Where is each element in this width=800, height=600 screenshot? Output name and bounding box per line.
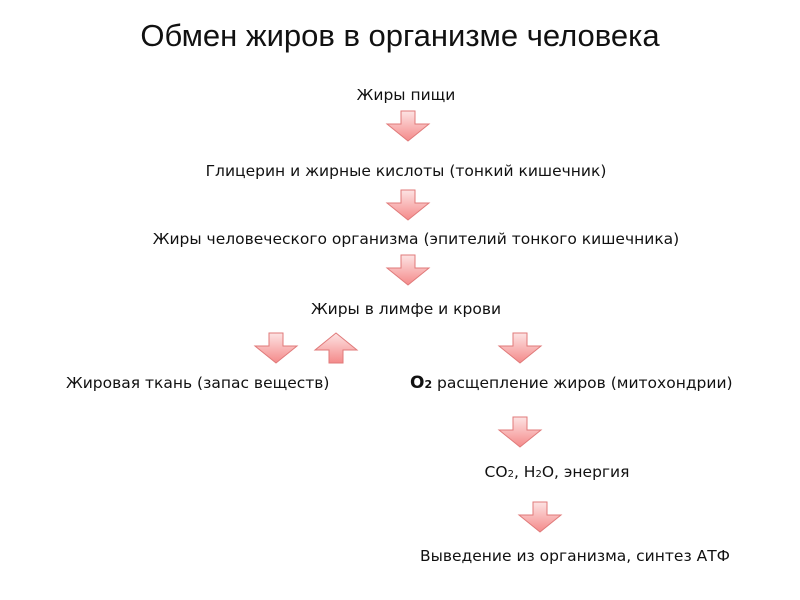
co2-label: CO (484, 463, 508, 481)
step-adipose: Жировая ткань (запас веществ) (66, 374, 330, 392)
arrow-down-icon (253, 332, 299, 364)
step-food-fats: Жиры пищи (356, 86, 456, 104)
co2-subscript: 2 (507, 469, 514, 480)
arrow-down-icon (517, 501, 563, 533)
h2o-subscript: 2 (535, 469, 542, 480)
arrow-up-icon (313, 332, 359, 364)
step-excretion: Выведение из организма, синтез АТФ (419, 547, 731, 565)
step-glycerol: Глицерин и жирные кислоты (тонкий кишечн… (205, 162, 607, 180)
step-human-fats: Жиры человеческого организма (эпителий т… (152, 230, 680, 248)
step-products: CO2, H2O, энергия (485, 463, 630, 481)
arrow-down-icon (385, 254, 431, 286)
step-breakdown: O2 расщепление жиров (митохондрии) (410, 373, 733, 393)
arrow-down-icon (497, 416, 543, 448)
energy-label: O, энергия (541, 463, 630, 481)
breakdown-label: расщепление жиров (митохондрии) (437, 374, 733, 392)
h2o-label: , H (513, 463, 536, 481)
arrow-down-icon (497, 332, 543, 364)
o2-label: O (410, 373, 425, 393)
step-lymph-blood: Жиры в лимфе и крови (310, 300, 502, 318)
arrow-down-icon (385, 110, 431, 142)
arrow-down-icon (385, 189, 431, 221)
page-title: Обмен жиров в организме человека (140, 18, 660, 53)
o2-subscript: 2 (424, 378, 433, 391)
